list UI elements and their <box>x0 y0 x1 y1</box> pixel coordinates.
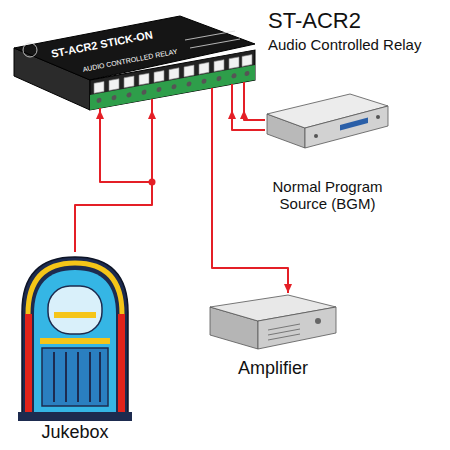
screw <box>202 78 207 84</box>
wire-line <box>100 110 152 182</box>
arrowhead <box>148 110 156 119</box>
grille-bar <box>99 352 101 402</box>
grille-bar <box>77 352 79 402</box>
jukebox: Jukebox <box>12 252 138 422</box>
jukebox-face <box>34 270 116 414</box>
terminal-strip <box>90 65 255 110</box>
signal-wire <box>228 110 265 130</box>
wire-stub <box>151 99 153 110</box>
terminal <box>169 68 179 80</box>
device-top <box>14 16 255 80</box>
jukebox-grille <box>42 348 108 406</box>
screw <box>245 71 250 77</box>
wire-stub <box>99 108 101 110</box>
wire-line <box>232 110 265 130</box>
terminal <box>229 57 239 69</box>
jukebox-window <box>48 286 102 334</box>
panel-line <box>185 31 235 40</box>
terminal <box>199 62 209 74</box>
source-knob <box>376 115 380 119</box>
screw <box>172 84 177 90</box>
terminal <box>242 55 252 67</box>
signal-wire <box>75 110 156 252</box>
wire-stub <box>243 82 245 110</box>
screw <box>112 95 117 101</box>
grille-bars <box>54 352 100 402</box>
arrowhead <box>96 110 104 119</box>
amp-vents <box>268 324 300 340</box>
screw <box>142 89 147 95</box>
amp-front <box>258 307 336 349</box>
vent <box>268 334 300 340</box>
terminal <box>214 60 224 72</box>
screw <box>232 73 237 79</box>
terminal <box>154 71 164 83</box>
screw <box>187 81 192 87</box>
device-subtitle: Audio Controlled Relay <box>268 36 421 53</box>
jukebox-body <box>22 257 128 417</box>
wire-stubs <box>100 82 244 110</box>
screw <box>97 97 102 103</box>
panel-logo <box>23 43 37 57</box>
device-name: Jukebox <box>12 422 138 443</box>
amp-knob <box>315 318 321 324</box>
panel-line <box>190 39 240 48</box>
wire-stub <box>231 84 233 110</box>
screw <box>217 76 222 82</box>
jukebox-selector <box>54 312 96 318</box>
screw <box>127 92 132 98</box>
source-display <box>340 118 368 131</box>
terminal <box>124 76 134 88</box>
device-name: Normal Program Source (BGM) <box>260 178 395 213</box>
vent <box>268 324 300 330</box>
terminal <box>184 65 194 77</box>
terminal <box>94 81 104 93</box>
bgm-source-art <box>267 94 388 148</box>
screws <box>97 71 250 104</box>
vent <box>268 329 300 335</box>
grille-bar <box>65 352 67 402</box>
arrowhead <box>284 284 292 293</box>
jukebox-pillar <box>25 314 32 414</box>
junction-dot <box>149 179 156 186</box>
grille-bar <box>53 352 55 402</box>
screw <box>157 87 162 93</box>
relay-device-art <box>14 16 255 110</box>
device-title: ST-ACR2 <box>268 8 361 33</box>
wire-line <box>212 110 288 293</box>
jukebox-base <box>18 412 132 421</box>
grille-bar <box>89 352 91 402</box>
bgm-source: Normal Program Source (BGM) <box>265 92 390 152</box>
jukebox-pillar <box>118 314 125 414</box>
amplifier-art <box>210 295 336 349</box>
wire-stub <box>211 88 213 110</box>
jukebox-art <box>18 257 132 421</box>
arrowhead <box>228 110 236 119</box>
jukebox-band <box>40 338 110 344</box>
terminal <box>109 79 119 91</box>
arrowhead <box>240 110 248 119</box>
device-name: Amplifier <box>208 358 338 379</box>
wire-line <box>75 110 152 252</box>
source-front <box>305 106 388 148</box>
source-knob <box>314 134 318 138</box>
amplifier: Amplifier <box>208 293 338 353</box>
terminal <box>139 73 149 85</box>
